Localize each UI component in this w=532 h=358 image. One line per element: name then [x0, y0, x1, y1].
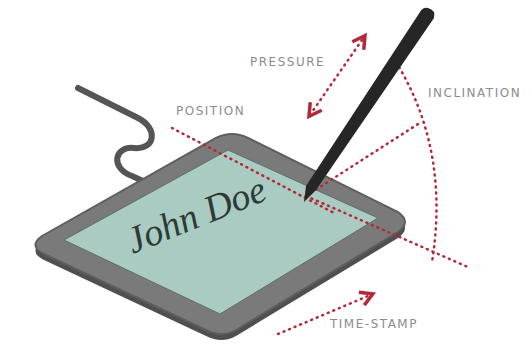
pressure-label: PRESSURE: [250, 55, 325, 69]
inclination-line: [306, 124, 418, 196]
time-stamp-label: TIME-STAMP: [330, 317, 418, 331]
tablet-body: [35, 134, 405, 334]
position-axis: [306, 196, 470, 268]
stylus-pen: [304, 8, 434, 202]
inclination-label: INCLINATION: [428, 86, 521, 100]
position-label: POSITION: [176, 104, 245, 118]
tablet-screen: [64, 150, 378, 314]
pressure-arrow: [312, 40, 362, 112]
